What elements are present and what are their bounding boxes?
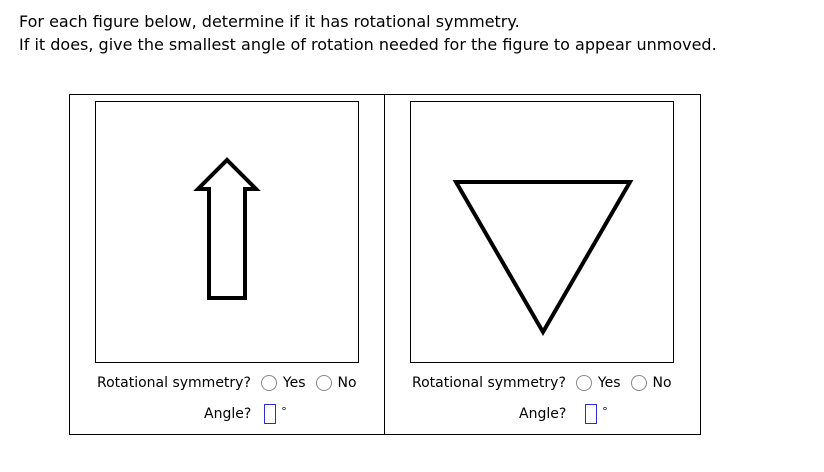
yes-label: Yes [282,375,306,391]
no-radio[interactable] [315,375,332,391]
figure-1-angle-row: Angle? ° [204,404,287,424]
instructions-line-2: If it does, give the smallest angle of r… [19,35,717,54]
instructions-line-1: For each figure below, determine if it h… [19,12,520,31]
angle-label: Angle? [519,406,567,422]
angle-label: Angle? [204,406,252,422]
degree-symbol: ° [602,405,608,418]
symmetry-question-label: Rotational symmetry? [412,375,566,391]
angle-input[interactable] [264,404,277,424]
degree-symbol: ° [281,405,287,418]
angle-input[interactable] [585,404,598,424]
no-label: No [652,375,672,391]
figure-1-box [95,101,359,363]
inverted-triangle-icon [452,180,634,336]
figure-1-symmetry-row: Rotational symmetry? Yes No [97,374,357,392]
arrow-up-icon [193,157,261,300]
figure-2-angle-row: Angle? ° [519,404,608,424]
symmetry-question-label: Rotational symmetry? [97,375,251,391]
figure-2-symmetry-row: Rotational symmetry? Yes No [412,374,672,392]
yes-radio[interactable] [575,375,592,391]
yes-label: Yes [597,375,621,391]
yes-radio[interactable] [260,375,277,391]
figures-table [69,94,701,435]
no-label: No [337,375,357,391]
figure-2-box [410,101,674,363]
instructions: For each figure below, determine if it h… [19,10,717,56]
table-cell-divider [384,94,385,435]
no-radio[interactable] [630,375,647,391]
